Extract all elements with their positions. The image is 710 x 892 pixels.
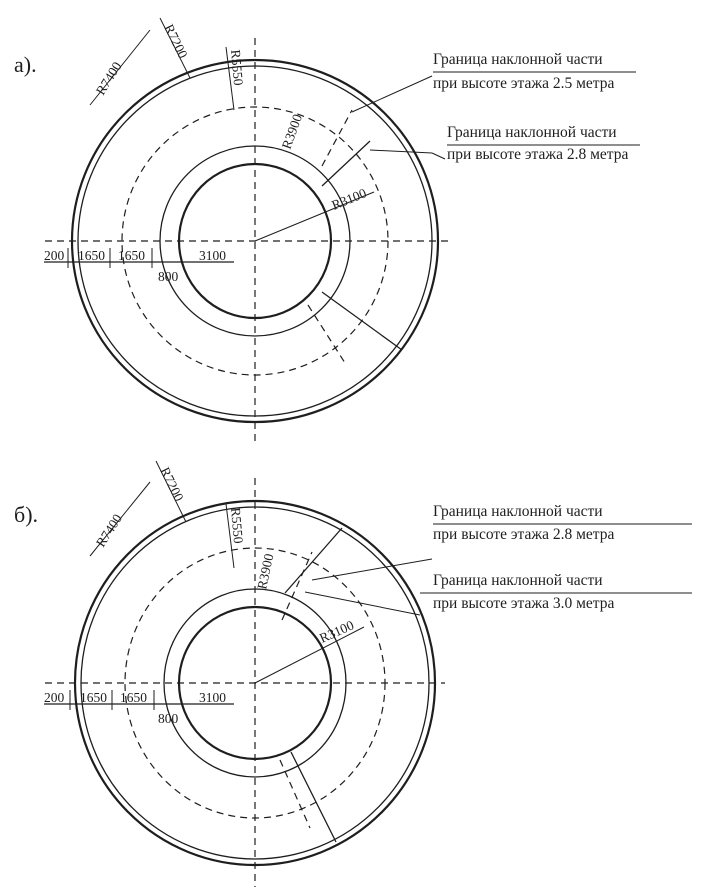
note-2-line2: при высоте этажа 2.8 метра bbox=[447, 146, 629, 163]
note-1-leader bbox=[311, 558, 433, 581]
slope-boundary-upper bbox=[321, 140, 371, 187]
diagram-b-section-label: б). bbox=[14, 502, 38, 527]
note-1-leader bbox=[351, 75, 433, 113]
note-2-leader bbox=[304, 591, 421, 616]
r7400-leader bbox=[89, 29, 151, 106]
label-r7400: R7400 bbox=[93, 59, 125, 98]
diagram-b: б). Граница наклонной части при высоте э… bbox=[14, 460, 692, 887]
r5550-leader bbox=[225, 503, 235, 569]
note-2-leader-a bbox=[369, 149, 433, 154]
label-r5550: R5550 bbox=[228, 507, 246, 544]
dim-200: 200 bbox=[44, 248, 65, 263]
dim-1650-a: 1650 bbox=[80, 690, 107, 705]
label-r3900: R3900 bbox=[279, 112, 305, 151]
r7200-leader bbox=[155, 460, 187, 523]
note-2-leader-b bbox=[431, 152, 446, 160]
note-2-line1: Граница наклонной части bbox=[447, 124, 617, 141]
dim-800: 800 bbox=[158, 711, 179, 726]
note-1-line2: при высоте этажа 2.5 метра bbox=[433, 75, 615, 92]
slope-boundary-lower-dashed bbox=[279, 759, 311, 829]
label-r7400: R7400 bbox=[93, 511, 125, 550]
dim-1650-b: 1650 bbox=[118, 248, 145, 263]
diagram-a-section-label: а). bbox=[14, 52, 37, 77]
dim-3100: 3100 bbox=[199, 248, 226, 263]
dim-3100: 3100 bbox=[199, 690, 226, 705]
r3100-leader bbox=[254, 191, 375, 242]
slope-boundary-upper-dashed bbox=[281, 551, 313, 621]
dim-1650-a: 1650 bbox=[78, 248, 105, 263]
slope-boundary-upper-dashed bbox=[321, 109, 353, 167]
slope-boundary-lower bbox=[321, 291, 403, 351]
note-2-line2: при высоте этажа 3.0 метра bbox=[433, 595, 615, 612]
slope-boundary-lower bbox=[290, 751, 337, 843]
r7400-leader bbox=[89, 481, 151, 557]
note-1-line1: Граница наклонной части bbox=[433, 51, 603, 68]
dim-1650-b: 1650 bbox=[120, 690, 147, 705]
r5550-leader bbox=[225, 46, 235, 111]
label-r7200: R7200 bbox=[161, 22, 190, 61]
dim-200: 200 bbox=[44, 690, 65, 705]
label-r5550: R5550 bbox=[228, 49, 246, 86]
r7200-leader bbox=[159, 17, 191, 79]
label-r3900: R3900 bbox=[254, 552, 276, 591]
dim-800: 800 bbox=[158, 269, 179, 284]
r3100-leader bbox=[254, 626, 365, 684]
note-2-line1: Граница наклонной части bbox=[433, 572, 603, 589]
diagram-a: а). Граница наклонной части при высоте э… bbox=[14, 17, 640, 446]
note-1-line2: при высоте этажа 2.8 метра bbox=[433, 526, 615, 543]
label-r7200: R7200 bbox=[157, 465, 186, 504]
note-1-line1: Граница наклонной части bbox=[433, 503, 603, 520]
slope-boundary-upper bbox=[284, 527, 343, 594]
